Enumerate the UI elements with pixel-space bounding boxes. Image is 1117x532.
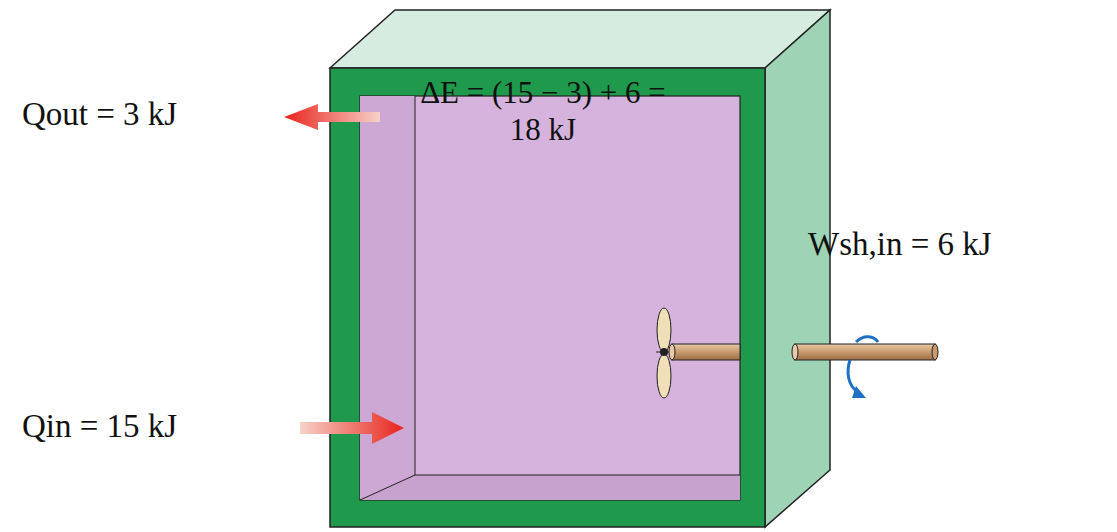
system-box: ΔE = (15 − 3) + 6 = 18 kJ <box>330 68 765 527</box>
quantity-label: Qout = 3 kJ <box>22 96 177 132</box>
energy-balance: ΔE = (15 − 3) + 6 = 18 kJ <box>418 74 668 148</box>
quantity-label: Wsh,in = 6 kJ <box>808 226 992 262</box>
quantity-label: Qin = 15 kJ <box>22 408 177 444</box>
